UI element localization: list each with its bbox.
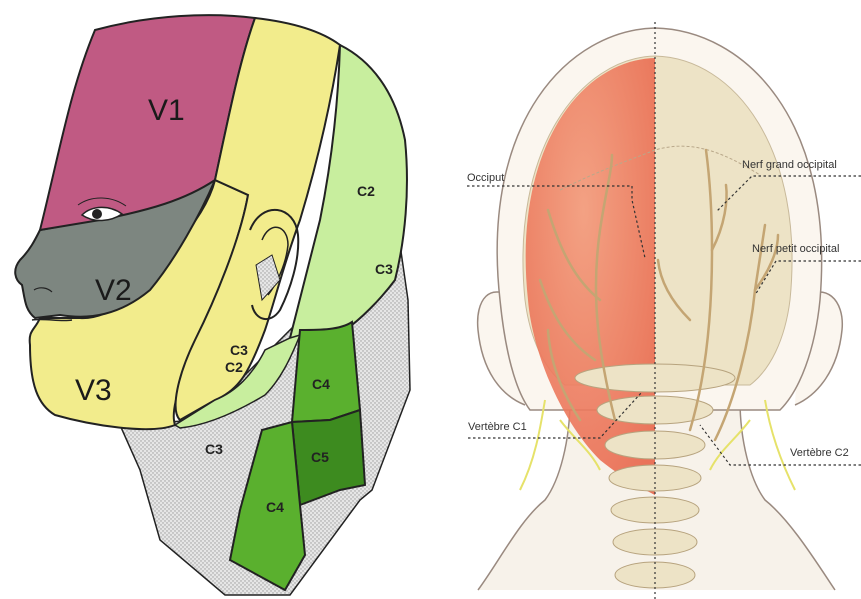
occipital-anatomy	[478, 28, 843, 590]
label-v1: V1	[148, 94, 185, 127]
zone-c4-back	[292, 322, 360, 422]
label-c4-front: C4	[266, 499, 284, 515]
label-occiput: Occiput	[467, 172, 504, 184]
label-c3-face: C3	[230, 342, 248, 358]
label-v2: V2	[95, 274, 132, 307]
body-outline	[478, 400, 835, 590]
label-c3-neck: C3	[205, 441, 223, 457]
label-c2-scalp: C2	[357, 183, 375, 199]
label-c2-face: C2	[225, 359, 243, 375]
label-vertebre-c1: Vertèbre C1	[468, 421, 527, 433]
label-c5: C5	[311, 449, 329, 465]
label-nerf-grand-occipital: Nerf grand occipital	[742, 159, 837, 171]
label-vertebre-c2: Vertèbre C2	[790, 447, 849, 459]
label-c3-back: C3	[375, 261, 393, 277]
label-v3: V3	[75, 374, 112, 407]
label-c4-back: C4	[312, 376, 330, 392]
label-nerf-petit-occipital: Nerf petit occipital	[752, 243, 839, 255]
dermatome-head: V1 V2 V3 C2 C3 C2 C3 C3 C4 C4 C5	[15, 15, 410, 595]
